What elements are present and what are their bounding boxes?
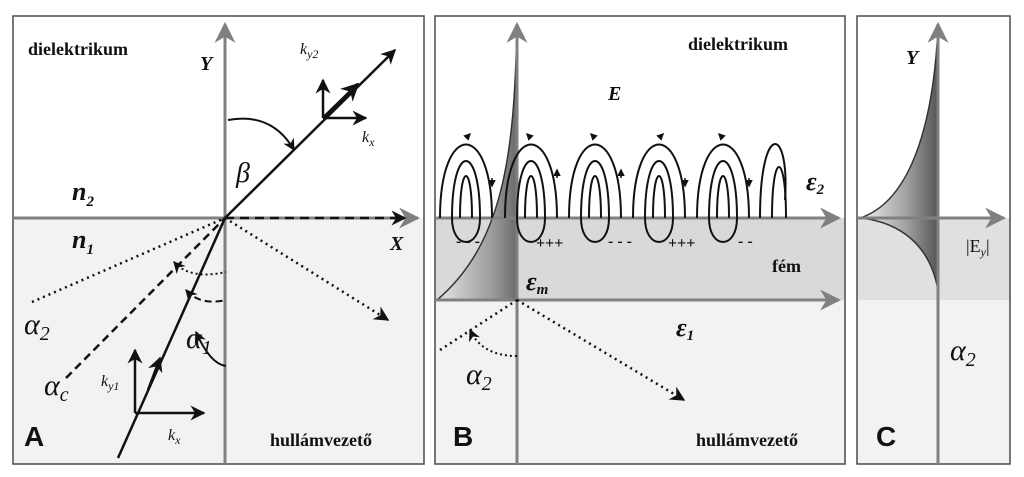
panel-a-alpha1-arc xyxy=(194,330,227,367)
panel-b-alpha2-label: α2 xyxy=(466,358,492,395)
panel-b-field-loops-lower xyxy=(451,217,738,243)
panel-b-charge-minus-2: - - - xyxy=(608,233,632,250)
panel-a-frame xyxy=(12,15,425,465)
panel-a-beta-label: β xyxy=(235,158,250,189)
panel-b-eps1-label: ε1 xyxy=(676,313,694,344)
panel-b-charge-minus-1: - - - xyxy=(456,233,480,250)
panel-b-eps2-label: ε2 xyxy=(806,167,825,198)
panel-a-bottom-medium-label: hullámvezető xyxy=(270,430,372,450)
panel-b-epsm-label: εm xyxy=(526,267,548,298)
panel-a-bottom-region xyxy=(13,218,424,464)
panel-b-frame xyxy=(434,15,846,465)
panel-a-alphac-arc xyxy=(185,289,227,303)
panel-a-ky1-label: ky1 xyxy=(101,373,119,393)
panel-b-top-medium-label: dielektrikum xyxy=(688,34,788,54)
panel-a-alpha2-label: α2 xyxy=(24,308,50,345)
panel-b: dielektrikum hullámvezető B E fém ε2 εm … xyxy=(434,15,846,465)
panel-c-alpha2-label: α2 xyxy=(950,334,976,371)
panel-a: dielektrikum hullámvezető A n2 n1 Y X β … xyxy=(12,15,425,465)
panel-a-ky2-label: ky2 xyxy=(300,41,318,61)
panel-c-frame xyxy=(856,15,1011,465)
panel-b-field-label: E xyxy=(607,83,621,105)
panel-a-y-axis-label: Y xyxy=(200,53,214,75)
panel-c-y-axis-label: Y xyxy=(906,47,920,69)
panel-a-ray-arrowhead xyxy=(146,356,163,391)
panel-a-top-medium-label: dielektrikum xyxy=(28,39,128,59)
panel-b-alpha2-arc xyxy=(469,328,518,357)
panel-b-bottom-medium-label: hullámvezető xyxy=(696,430,798,450)
panel-b-metal-label: fém xyxy=(772,256,801,276)
panel-a-kx-top-label: kx xyxy=(362,129,375,149)
panel-b-charge-plus-1: +++ xyxy=(536,235,563,252)
panel-b-charge-plus-2: +++ xyxy=(668,235,695,252)
panel-a-kx-bottom-label: kx xyxy=(168,427,181,447)
panel-a-incident-ray xyxy=(116,217,227,459)
panel-a-beta-arc xyxy=(227,117,295,152)
panel-a-letter: A xyxy=(24,421,44,452)
panel-a-n1-label: n1 xyxy=(72,225,94,258)
panel-a-n2-label: n2 xyxy=(72,177,94,210)
panel-a-alphac-label: αc xyxy=(44,369,69,406)
panel-c-letter: C xyxy=(876,421,896,452)
panel-b-letter: B xyxy=(453,421,473,452)
panel-a-x-axis-label: X xyxy=(389,233,404,255)
panel-b-field-arrows xyxy=(463,132,753,188)
panel-b-reflected-ray xyxy=(516,298,686,402)
panel-a-k2-vector xyxy=(321,82,360,120)
panel-a-alpha2-ray xyxy=(31,216,226,304)
panel-b-field-profile xyxy=(434,27,518,301)
panel-a-alpha1-label: α1 xyxy=(186,322,212,359)
panel-a-reflected-ray xyxy=(224,216,390,322)
panel-b-charge-minus-3: - - xyxy=(738,233,753,250)
panel-c: C Y |Ey| α2 xyxy=(856,15,1011,465)
panel-c-ey-label: |Ey| xyxy=(966,236,990,259)
panel-a-critical-ray xyxy=(65,217,226,379)
panel-a-refracted-ray xyxy=(224,48,397,219)
